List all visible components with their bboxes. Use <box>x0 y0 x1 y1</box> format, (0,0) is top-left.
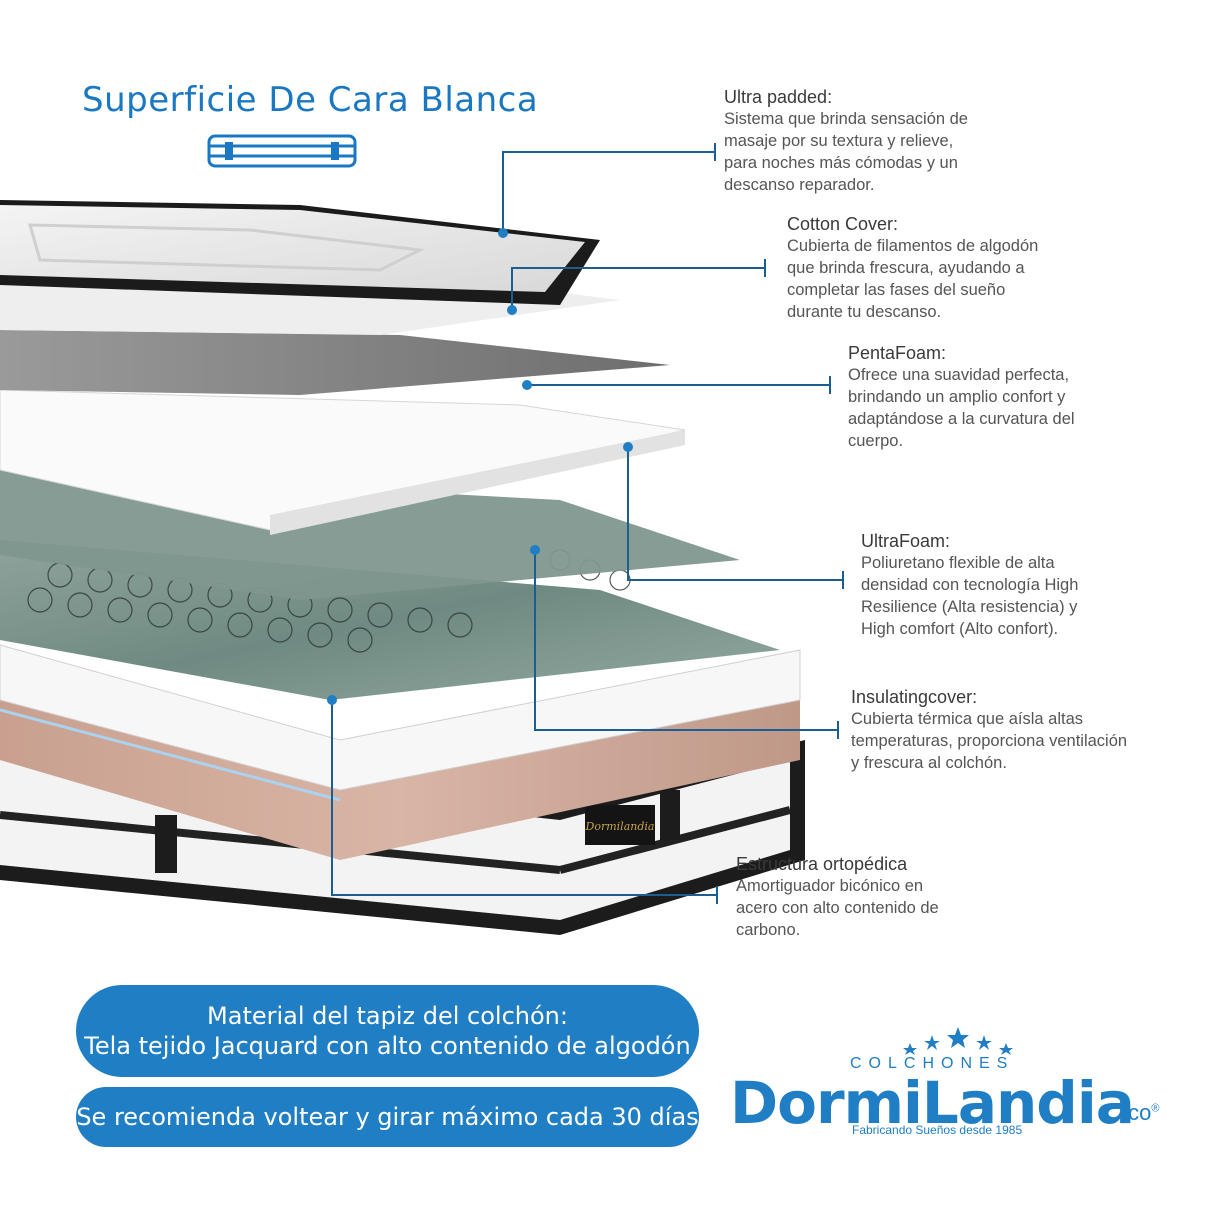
brand-logo: COLCHONES DormiLandia .co® Fabricando Su… <box>730 1025 1170 1145</box>
recommendation-banner: Se recomienda voltear y girar máximo cad… <box>76 1087 699 1147</box>
material-banner-line2: Tela tejido Jacquard con alto contenido … <box>84 1032 691 1060</box>
callout-pentafoam: PentaFoam: Ofrece una suavidad perfecta,… <box>848 342 1075 452</box>
callout-ultra-padded: Ultra padded: Sistema que brinda sensaci… <box>724 86 968 196</box>
callout-description: Poliuretano flexible de alta densidad co… <box>861 554 1079 638</box>
callout-insulatingcover: Insulatingcover: Cubierta térmica que aí… <box>851 686 1127 774</box>
mattress-layers-illustration: Dormilandia <box>0 143 844 935</box>
callout-heading: Estructura ortopédica <box>736 854 908 874</box>
page-title: Superficie De Cara Blanca <box>82 80 539 120</box>
callout-description: Cubierta de filamentos de algodón que br… <box>787 237 1039 321</box>
logo-suffix: .co® <box>1122 1100 1159 1126</box>
callout-description: Sistema que brinda sensación de masaje p… <box>724 110 968 194</box>
callout-description: Cubierta térmica que aísla altas tempera… <box>851 710 1128 772</box>
callout-heading: Ultra padded: <box>724 87 833 107</box>
mattress-icon <box>207 134 357 168</box>
logo-top-word: COLCHONES <box>850 1055 1015 1072</box>
logo-tagline: Fabricando Sueños desde 1985 <box>852 1123 1023 1137</box>
callout-heading: Insulatingcover: <box>851 687 978 707</box>
material-banner: Material del tapiz del colchón: Tela tej… <box>76 985 699 1077</box>
callout-heading: UltraFoam: <box>861 531 951 551</box>
callout-description: Ofrece una suavidad perfecta, brindando … <box>848 366 1075 450</box>
logo-brand-name: DormiLandia <box>730 1069 1135 1137</box>
registered-mark: ® <box>1151 1102 1160 1115</box>
callout-estructura-ortopedica: Estructura ortopédica Amortiguador bicón… <box>736 853 939 941</box>
callout-cotton-cover: Cotton Cover: Cubierta de filamentos de … <box>787 213 1038 323</box>
callout-ultrafoam: UltraFoam: Poliuretano flexible de alta … <box>861 530 1078 640</box>
callout-description: Amortiguador bicónico en acero con alto … <box>736 877 939 939</box>
logo-suffix-text: .co <box>1122 1100 1152 1125</box>
callout-heading: Cotton Cover: <box>787 214 899 234</box>
callout-heading: PentaFoam: <box>848 343 947 363</box>
svg-text:Dormilandia: Dormilandia <box>585 820 655 833</box>
material-banner-line1: Material del tapiz del colchón: <box>207 1002 568 1030</box>
stars-icon <box>903 1027 1013 1055</box>
